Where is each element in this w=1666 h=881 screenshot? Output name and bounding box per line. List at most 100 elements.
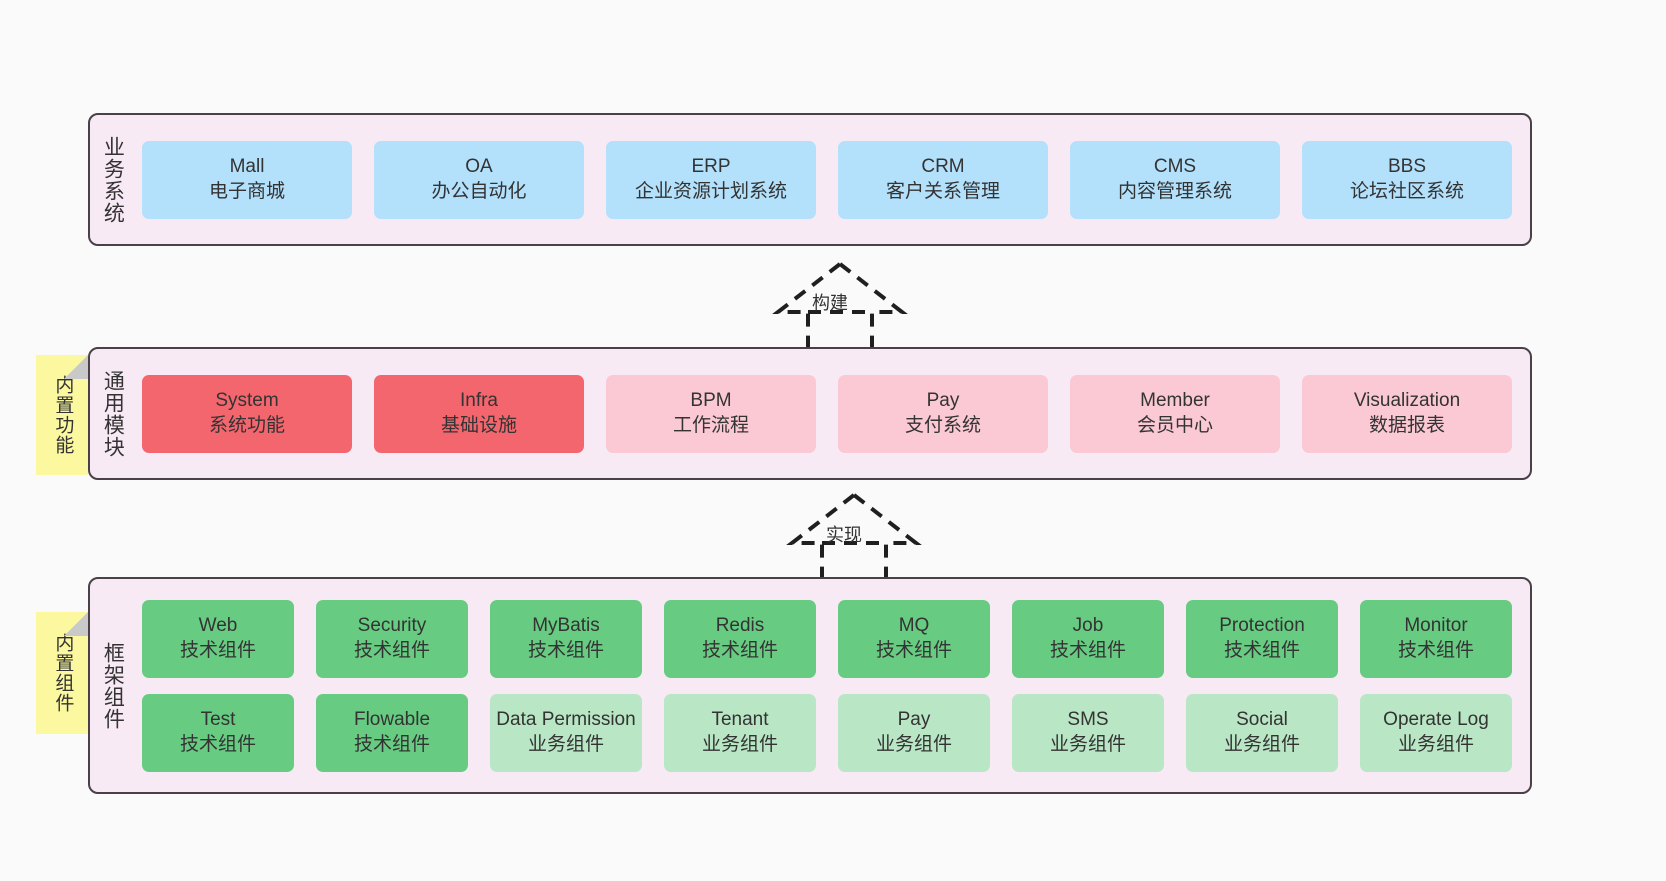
node-infra[interactable]: Infra 基础设施 [374,374,584,453]
node-label-en: Flowable [353,709,431,731]
layer-business-system: 业务系统 Mall 电子商城 OA 办公自动化 ERP 企业资源计划系统 CRM… [88,113,1532,246]
node-label-en: ERP [691,156,731,178]
node-flowable[interactable]: Flowable 技术组件 [316,693,468,772]
node-label-en: Web [198,615,238,637]
node-row: Web 技术组件 Security 技术组件 MyBatis 技术组件 Redi… [142,599,1512,678]
node-test[interactable]: Test 技术组件 [142,693,294,772]
node-label-en: Infra [459,390,499,412]
node-cms[interactable]: CMS 内容管理系统 [1070,140,1280,219]
node-label-cn: 支付系统 [904,414,981,436]
layer-title-business-system: 业务系统 [101,135,125,224]
sticky-note-label: 内置功能 [52,375,74,455]
node-member[interactable]: Member 会员中心 [1070,374,1280,453]
node-label-en: Data Permission [496,709,636,731]
node-label-en: BPM [690,390,732,412]
node-label-en: Security [357,615,427,637]
node-row: Test 技术组件 Flowable 技术组件 Data Permission … [142,693,1512,772]
node-label-cn: 工作流程 [672,414,749,436]
node-label-cn: 技术组件 [1223,639,1300,661]
node-label-cn: 业务组件 [875,733,952,755]
node-label-en: MyBatis [532,615,600,637]
node-label-cn: 技术组件 [1049,639,1126,661]
node-protection[interactable]: Protection 技术组件 [1186,599,1338,678]
node-crm[interactable]: CRM 客户关系管理 [838,140,1048,219]
node-label-en: System [215,390,279,412]
node-label-en: OA [465,156,493,178]
node-label-cn: 数据报表 [1368,414,1445,436]
node-label-en: Job [1072,615,1104,637]
node-label-en: Operate Log [1383,709,1489,731]
node-visualization[interactable]: Visualization 数据报表 [1302,374,1512,453]
node-social[interactable]: Social 业务组件 [1186,693,1338,772]
node-mall[interactable]: Mall 电子商城 [142,140,352,219]
node-label-cn: 论坛社区系统 [1349,180,1464,202]
node-label-cn: 办公自动化 [431,180,527,202]
node-row: System 系统功能 Infra 基础设施 BPM 工作流程 Pay 支付系统… [142,374,1512,453]
node-system[interactable]: System 系统功能 [142,374,352,453]
node-label-cn: 业务组件 [1223,733,1300,755]
node-erp[interactable]: ERP 企业资源计划系统 [606,140,816,219]
node-redis[interactable]: Redis 技术组件 [664,599,816,678]
node-label-cn: 客户关系管理 [885,180,1000,202]
node-label-en: Tenant [711,709,769,731]
node-label-cn: 技术组件 [701,639,778,661]
node-label-en: Pay [926,390,960,412]
node-label-cn: 基础设施 [440,414,517,436]
node-pay[interactable]: Pay 支付系统 [838,374,1048,453]
node-web[interactable]: Web 技术组件 [142,599,294,678]
connector-label-implement: 实现 [826,525,862,545]
node-mq[interactable]: MQ 技术组件 [838,599,990,678]
node-label-en: Protection [1219,615,1305,637]
node-label-cn: 技术组件 [1397,639,1474,661]
node-label-cn: 技术组件 [353,733,430,755]
sticky-note-builtin-function: 内置功能 [36,355,88,475]
node-operate-log[interactable]: Operate Log 业务组件 [1360,693,1512,772]
node-label-cn: 业务组件 [527,733,604,755]
node-label-en: Pay [897,709,931,731]
node-tenant[interactable]: Tenant 业务组件 [664,693,816,772]
node-label-en: MQ [898,615,930,637]
node-label-en: Mall [229,156,265,178]
node-label-en: Social [1236,709,1288,731]
node-label-cn: 会员中心 [1136,414,1213,436]
node-sms[interactable]: SMS 业务组件 [1012,693,1164,772]
node-label-cn: 技术组件 [527,639,604,661]
node-label-cn: 业务组件 [701,733,778,755]
layer-body-business-system: Mall 电子商城 OA 办公自动化 ERP 企业资源计划系统 CRM 客户关系… [134,115,1530,244]
node-label-en: CRM [921,156,965,178]
node-oa[interactable]: OA 办公自动化 [374,140,584,219]
node-mybatis[interactable]: MyBatis 技术组件 [490,599,642,678]
node-security[interactable]: Security 技术组件 [316,599,468,678]
node-bpm[interactable]: BPM 工作流程 [606,374,816,453]
sticky-note-label: 内置组件 [52,633,74,713]
layer-title-framework-component: 框架组件 [101,641,125,730]
node-data-permission[interactable]: Data Permission 业务组件 [490,693,642,772]
node-label-cn: 业务组件 [1397,733,1474,755]
node-label-cn: 技术组件 [353,639,430,661]
node-label-cn: 技术组件 [179,733,256,755]
node-label-en: CMS [1153,156,1197,178]
layer-common-module: 通用模块 System 系统功能 Infra 基础设施 BPM 工作流程 Pay… [88,347,1532,480]
node-label-en: Redis [715,615,765,637]
sticky-note-builtin-component: 内置组件 [36,612,88,734]
layer-framework-component: 框架组件 Web 技术组件 Security 技术组件 MyBatis 技术组件… [88,577,1532,794]
node-label-en: SMS [1067,709,1109,731]
node-row: Mall 电子商城 OA 办公自动化 ERP 企业资源计划系统 CRM 客户关系… [142,140,1512,219]
node-bbs[interactable]: BBS 论坛社区系统 [1302,140,1512,219]
node-label-cn: 电子商城 [208,180,285,202]
node-label-cn: 技术组件 [179,639,256,661]
node-label-cn: 系统功能 [208,414,285,436]
node-label-en: Member [1140,390,1210,412]
layer-body-framework-component: Web 技术组件 Security 技术组件 MyBatis 技术组件 Redi… [134,579,1530,792]
node-job[interactable]: Job 技术组件 [1012,599,1164,678]
node-label-en: Monitor [1404,615,1468,637]
node-monitor[interactable]: Monitor 技术组件 [1360,599,1512,678]
layer-title-common-module: 通用模块 [101,369,125,458]
node-label-cn: 业务组件 [1049,733,1126,755]
node-label-cn: 技术组件 [875,639,952,661]
node-label-en: BBS [1387,156,1427,178]
node-pay-business[interactable]: Pay 业务组件 [838,693,990,772]
node-label-cn: 内容管理系统 [1117,180,1232,202]
connector-label-build: 构建 [812,293,848,313]
